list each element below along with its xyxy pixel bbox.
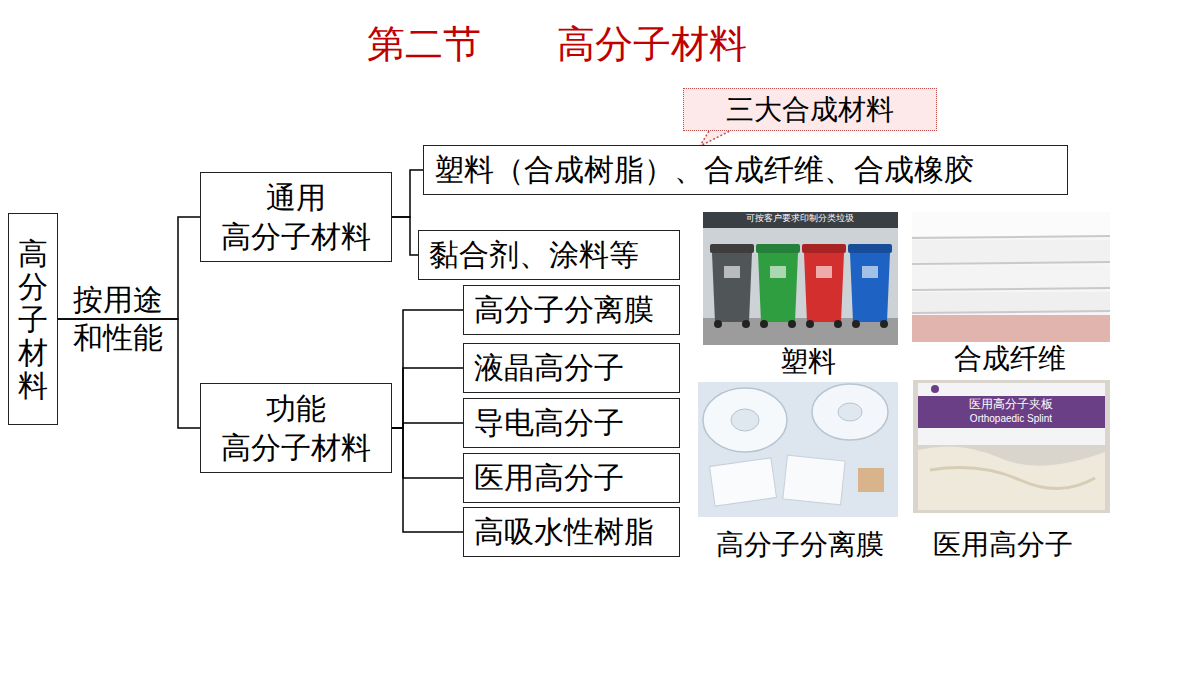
item-box: 高吸水性树脂 xyxy=(463,507,680,557)
root-box: 高分子材料 xyxy=(8,213,58,425)
node-text: 导电高分子 xyxy=(474,404,624,442)
node-text: 医用高分子 xyxy=(474,459,624,497)
category-box: 通用 高分子材料 xyxy=(200,172,392,262)
node-text: 功能 高分子材料 xyxy=(212,389,380,467)
bracket-connector xyxy=(392,428,463,532)
item-box: 高分子分离膜 xyxy=(463,285,680,335)
node-text: 塑料（合成树脂）、合成纤维、合成橡胶 xyxy=(434,151,974,189)
bracket-connector xyxy=(392,368,463,428)
category-box: 功能 高分子材料 xyxy=(200,383,392,473)
photo-caption: 合成纤维 xyxy=(954,342,1066,376)
fabric-photo xyxy=(912,212,1110,342)
membrane-photo xyxy=(698,382,898,517)
bracket-connector xyxy=(392,170,423,217)
branch-label: 按用途和性能 xyxy=(73,281,165,356)
photo-caption: 塑料 xyxy=(780,345,836,379)
item-box: 塑料（合成树脂）、合成纤维、合成橡胶 xyxy=(423,145,1068,195)
callout-box: 三大合成材料 xyxy=(683,88,937,131)
bracket-connector xyxy=(392,310,463,428)
item-box: 液晶高分子 xyxy=(463,343,680,393)
photo-text: Orthopaedic Splint xyxy=(970,413,1052,425)
photo-caption: 医用高分子 xyxy=(933,528,1073,562)
node-text: 高分子分离膜 xyxy=(474,291,654,329)
node-text: 液晶高分子 xyxy=(474,349,624,387)
node-text: 黏合剂、涂料等 xyxy=(429,236,639,274)
node-text: 通用 高分子材料 xyxy=(212,178,380,256)
photo-text: 可按客户要求印制分类垃圾 xyxy=(746,213,854,224)
item-box: 导电高分子 xyxy=(463,398,680,448)
plastic-bins-photo xyxy=(703,212,898,345)
bracket-connector xyxy=(392,217,418,255)
node-text: 三大合成材料 xyxy=(726,92,894,127)
splint-photo xyxy=(913,380,1110,513)
item-box: 黏合剂、涂料等 xyxy=(418,230,680,280)
photo-caption: 高分子分离膜 xyxy=(716,528,884,562)
node-text: 高分子材料 xyxy=(18,237,48,402)
node-text: 高吸水性树脂 xyxy=(474,513,654,551)
item-box: 医用高分子 xyxy=(463,453,680,503)
photo-text: 医用高分子夹板 xyxy=(969,397,1053,411)
slide-title: 第二节 高分子材料 xyxy=(367,22,747,68)
